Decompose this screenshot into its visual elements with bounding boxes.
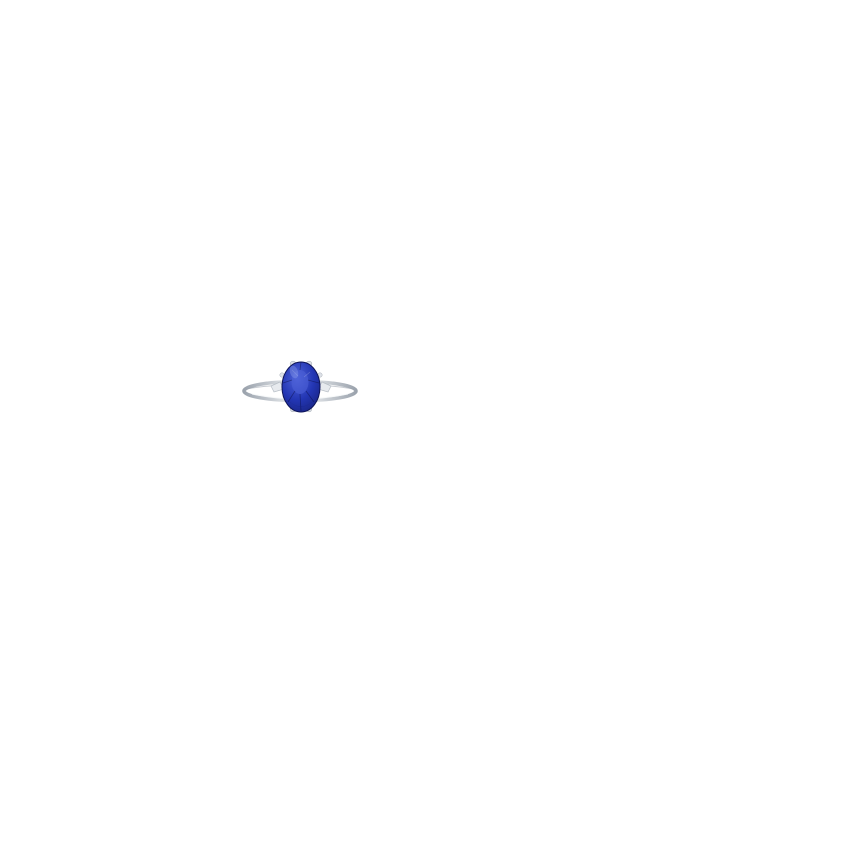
- gem-facet-glints: [291, 369, 311, 378]
- facet-line-bottom: [299, 393, 302, 412]
- sapphire-gem: [281, 361, 321, 413]
- facet-line-bottom-right: [305, 390, 315, 403]
- gem-facet-lines: [282, 361, 320, 412]
- glint-line-2: [303, 371, 311, 378]
- glint-line-1: [291, 369, 299, 377]
- facet-line-left: [282, 379, 293, 384]
- facet-line-bottom-left: [287, 390, 296, 403]
- facet-line-right: [307, 379, 320, 384]
- facet-line-top: [299, 361, 302, 371]
- gem-highlight: [289, 365, 299, 379]
- gem-table-facet: [291, 370, 309, 394]
